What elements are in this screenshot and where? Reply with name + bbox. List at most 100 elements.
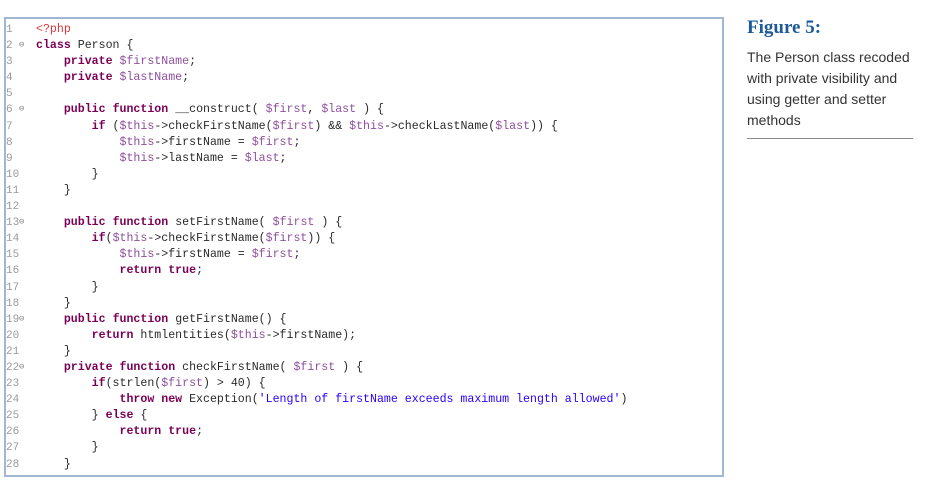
line-number: 11 [6, 183, 36, 199]
code-text: } [36, 344, 722, 360]
code-line: 25 } else { [6, 408, 722, 424]
code-token: true [168, 264, 197, 278]
code-token: $lastName [119, 71, 183, 85]
figure-caption: Figure 5: The Person class recoded with … [747, 17, 913, 139]
code-token: ->firstName); [265, 328, 357, 342]
code-token: ( [105, 119, 120, 133]
code-token: function [112, 216, 169, 230]
line-number-text: 23 [6, 378, 20, 391]
line-number-text: 22 [6, 361, 20, 374]
code-line: 5 [6, 86, 722, 102]
code-token: } [63, 183, 71, 197]
indent [36, 329, 92, 342]
code-token: ; [196, 425, 204, 439]
code-token: getFirstName() { [168, 312, 287, 326]
code-text: if(strlen($first) > 40) { [36, 376, 722, 392]
code-line: 24 throw new Exception('Length of firstN… [6, 392, 722, 408]
code-token: $this [230, 328, 266, 342]
line-number: 22⊖ [6, 360, 36, 376]
indent [36, 377, 92, 390]
code-line: 2⊖class Person { [6, 38, 722, 54]
line-number: 25 [6, 408, 36, 424]
code-token: $first [265, 232, 308, 246]
code-token: public [63, 312, 106, 326]
code-token: function [112, 103, 169, 117]
code-text: throw new Exception('Length of firstName… [36, 392, 722, 408]
indent [36, 345, 64, 358]
code-line: 9 $this->lastName = $last; [6, 151, 722, 167]
code-line: 18 } [6, 296, 722, 312]
code-line: 12 [6, 199, 722, 215]
line-number-text: 4 [6, 72, 13, 85]
code-text: private $firstName; [36, 54, 722, 70]
line-number-text: 8 [6, 136, 13, 149]
fold-marker-icon[interactable]: ⊖ [19, 313, 25, 324]
indent [36, 248, 120, 261]
indent [36, 152, 120, 165]
code-token: $last [495, 119, 531, 133]
code-token [106, 313, 113, 326]
code-token: ; [279, 151, 287, 165]
code-token: $this [119, 248, 155, 262]
code-token: $first [251, 135, 294, 149]
code-text: } [36, 167, 722, 183]
code-token: ->lastName = [154, 151, 245, 165]
code-token: public [63, 103, 106, 117]
code-token: ) { [356, 103, 384, 117]
code-text: } [36, 440, 722, 456]
indent [36, 425, 120, 438]
code-token [113, 55, 120, 68]
code-line: 8 $this->firstName = $first; [6, 135, 722, 151]
line-number: 12 [6, 199, 36, 215]
code-token: )) { [307, 232, 336, 246]
code-line: 4 private $lastName; [6, 70, 722, 86]
code-token: $first [293, 360, 336, 374]
code-token: private [63, 360, 113, 374]
code-token: $this [119, 151, 155, 165]
line-number: 4 [6, 70, 36, 86]
fold-marker-icon[interactable]: ⊖ [19, 217, 25, 228]
code-token: else [105, 409, 134, 423]
code-token: function [119, 360, 176, 374]
line-number-text: 12 [6, 201, 20, 214]
code-token: Person { [70, 39, 134, 53]
code-token: if [91, 119, 106, 133]
code-token: } [91, 409, 106, 423]
code-token: ; [189, 55, 197, 69]
code-token: return [91, 328, 134, 342]
fold-marker-icon[interactable]: ⊖ [19, 104, 25, 115]
code-line: 20 return htmlentities($this->firstName)… [6, 328, 722, 344]
code-line: 3 private $firstName; [6, 54, 722, 70]
code-line: 23 if(strlen($first) > 40) { [6, 376, 722, 392]
line-number: 21 [6, 344, 36, 360]
line-number: 16 [6, 263, 36, 279]
fold-marker-icon[interactable]: ⊖ [19, 40, 25, 51]
indent [36, 71, 64, 84]
code-line: 26 return true; [6, 424, 722, 440]
code-token: ->firstName = [154, 248, 252, 262]
code-token: __construct( [168, 103, 266, 117]
code-token: new [161, 393, 183, 407]
code-line: 16 return true; [6, 263, 722, 279]
code-token: ->firstName = [154, 135, 252, 149]
indent [36, 458, 64, 471]
code-token: ; [196, 264, 204, 278]
fold-marker-icon[interactable]: ⊖ [19, 361, 25, 372]
line-number: 18 [6, 296, 36, 312]
code-line: 28 } [6, 457, 722, 473]
code-token: true [168, 425, 197, 439]
code-line: 19⊖ public function getFirstName() { [6, 312, 722, 328]
line-number: 3 [6, 54, 36, 70]
code-token: class [36, 39, 71, 53]
line-number-text: 20 [6, 329, 20, 342]
code-token: throw [119, 393, 155, 407]
line-number-text: 1 [6, 24, 13, 36]
indent [36, 120, 92, 133]
code-text: private $lastName; [36, 70, 722, 86]
code-text: private function checkFirstName( $first … [36, 360, 722, 376]
line-number: 28 [6, 457, 36, 473]
line-number-text: 7 [6, 120, 13, 133]
code-line: 15 $this->firstName = $first; [6, 247, 722, 263]
